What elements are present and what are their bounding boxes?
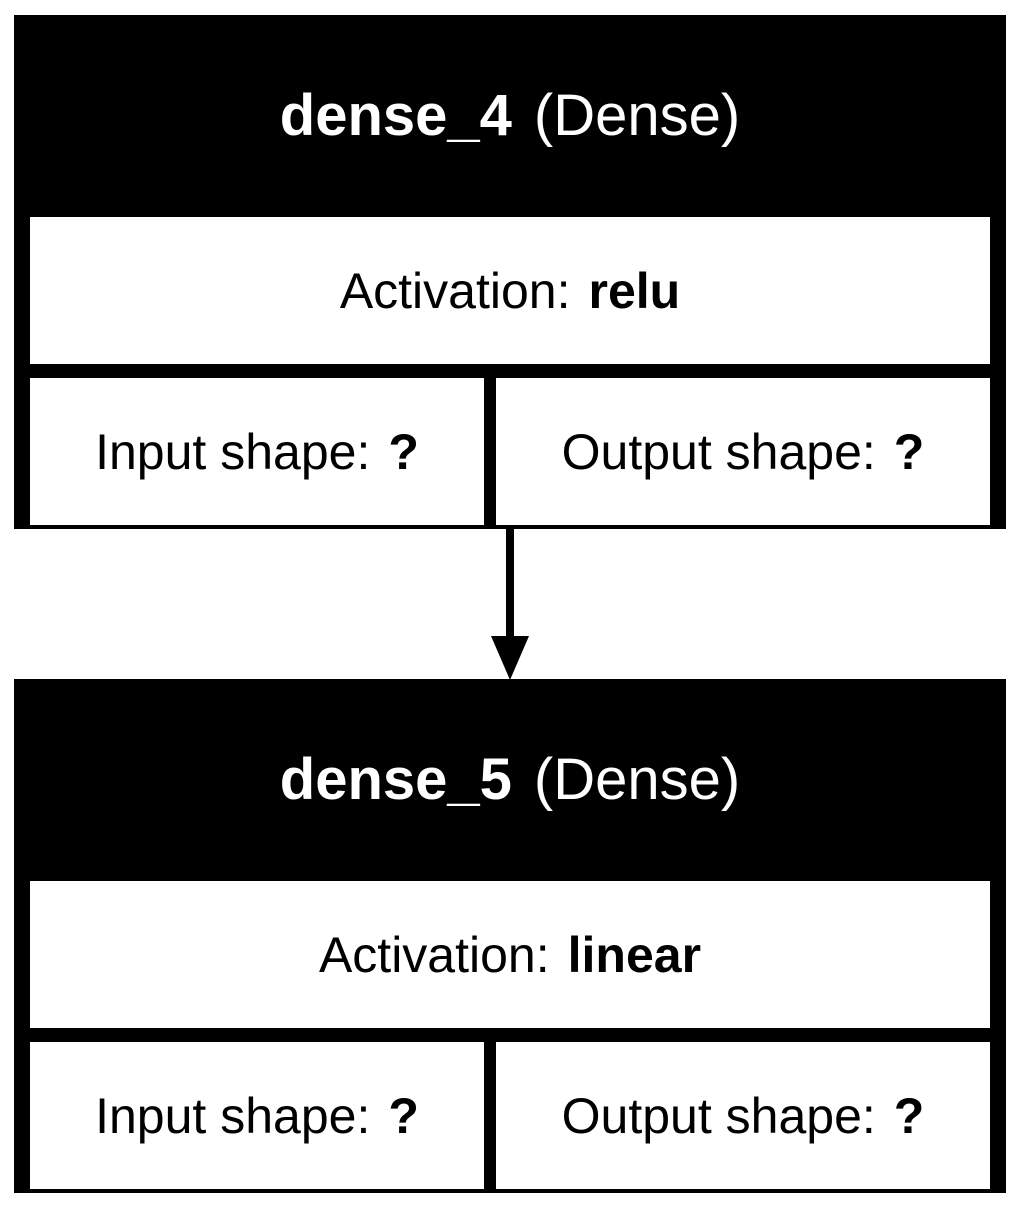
- output-shape-value: ?: [893, 1087, 925, 1144]
- output-shape-cell: Output shape: ?: [496, 1042, 990, 1189]
- activation-value: relu: [588, 262, 681, 319]
- input-shape-value: ?: [388, 1087, 419, 1144]
- activation-value: linear: [567, 926, 702, 983]
- arrow-head-icon: [491, 636, 529, 680]
- activation-row: Activation: linear: [30, 881, 990, 1028]
- input-shape-cell: Input shape: ?: [30, 378, 484, 525]
- layer-node-dense-4: dense_4 (Dense) Activation: relu Input s…: [14, 15, 1006, 529]
- activation-row: Activation: relu: [30, 217, 990, 364]
- output-shape-cell: Output shape: ?: [496, 378, 990, 525]
- layer-type: (Dense): [533, 82, 741, 148]
- input-shape-cell: Input shape: ?: [30, 1042, 484, 1189]
- layer-name: dense_5: [279, 746, 512, 812]
- layer-header: dense_5 (Dense): [26, 691, 994, 867]
- output-shape-label: Output shape:: [561, 423, 876, 480]
- layer-node-dense-5: dense_5 (Dense) Activation: linear Input…: [14, 679, 1006, 1193]
- activation-label: Activation:: [339, 262, 571, 319]
- input-shape-value: ?: [388, 423, 419, 480]
- output-shape-value: ?: [893, 423, 925, 480]
- layer-type: (Dense): [533, 746, 741, 812]
- layer-name: dense_4: [279, 82, 512, 148]
- layer-header: dense_4 (Dense): [26, 27, 994, 203]
- output-shape-label: Output shape:: [561, 1087, 876, 1144]
- input-shape-label: Input shape:: [95, 423, 371, 480]
- input-shape-label: Input shape:: [95, 1087, 371, 1144]
- activation-label: Activation:: [318, 926, 550, 983]
